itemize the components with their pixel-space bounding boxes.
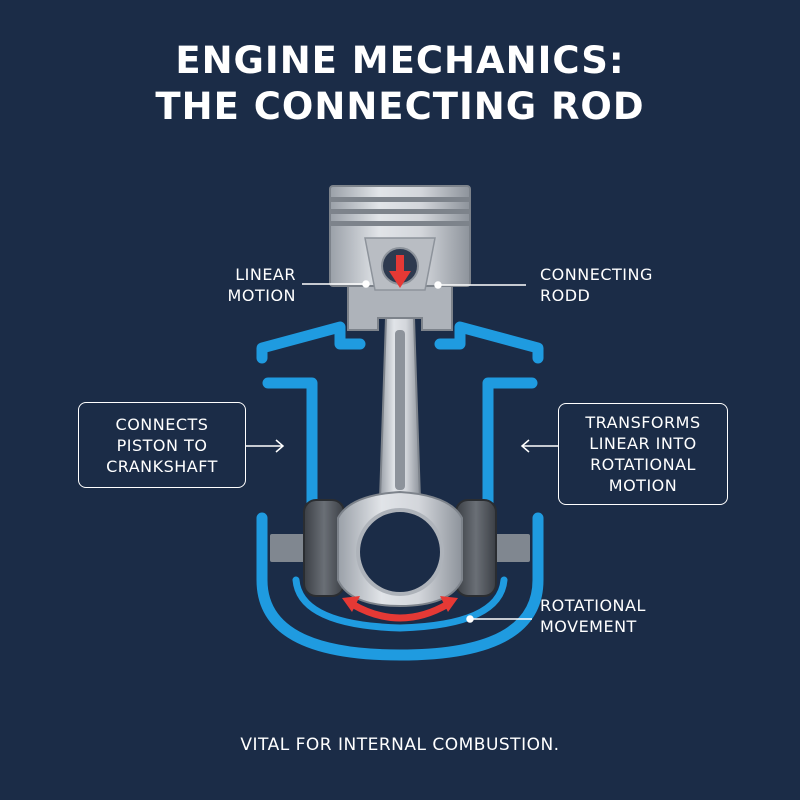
label-connecting-rod-line-2: RODD bbox=[540, 286, 591, 305]
label-linear-motion-line-1: LINEAR bbox=[235, 265, 296, 284]
title-line-2: THE CONNECTING ROD bbox=[155, 85, 645, 128]
page-title: ENGINE MECHANICS: THE CONNECTING ROD bbox=[0, 38, 800, 130]
piston bbox=[329, 185, 471, 331]
connecting-rod bbox=[337, 317, 463, 608]
label-rotational-movement: ROTATIONAL MOVEMENT bbox=[540, 595, 646, 637]
label-connecting-rod: CONNECTING RODD bbox=[540, 264, 653, 306]
callout-left-line-2: PISTON TO bbox=[116, 435, 208, 455]
label-rotational-movement-line-2: MOVEMENT bbox=[540, 617, 637, 636]
callout-right-line-3: ROTATIONAL bbox=[590, 455, 696, 474]
label-linear-motion: LINEAR MOTION bbox=[212, 264, 296, 306]
label-linear-motion-line-2: MOTION bbox=[227, 286, 296, 305]
callout-left-line-3: CRANKSHAFT bbox=[106, 456, 218, 476]
callout-right-line-4: MOTION bbox=[608, 476, 678, 495]
callout-right-line-1: TRANSFORMS bbox=[585, 413, 701, 432]
title-line-1: ENGINE MECHANICS: bbox=[175, 39, 625, 82]
callout-left-line-1: CONNECTS bbox=[115, 414, 209, 434]
callout-box-right: TRANSFORMS LINEAR INTO ROTATIONAL MOTION bbox=[558, 403, 728, 505]
callout-box-left: CONNECTS PISTON TO CRANKSHAFT bbox=[78, 402, 246, 488]
footer-caption: VITAL FOR INTERNAL COMBUSTION. bbox=[240, 735, 560, 755]
callout-right-line-2: LINEAR INTO bbox=[589, 434, 697, 453]
label-rotational-movement-line-1: ROTATIONAL bbox=[540, 596, 646, 615]
engine-housing bbox=[256, 321, 544, 661]
label-connecting-rod-line-1: CONNECTING bbox=[540, 265, 653, 284]
leader-lines bbox=[246, 280, 558, 623]
rotational-arrow bbox=[342, 596, 458, 622]
linear-motion-arrow bbox=[389, 255, 411, 288]
